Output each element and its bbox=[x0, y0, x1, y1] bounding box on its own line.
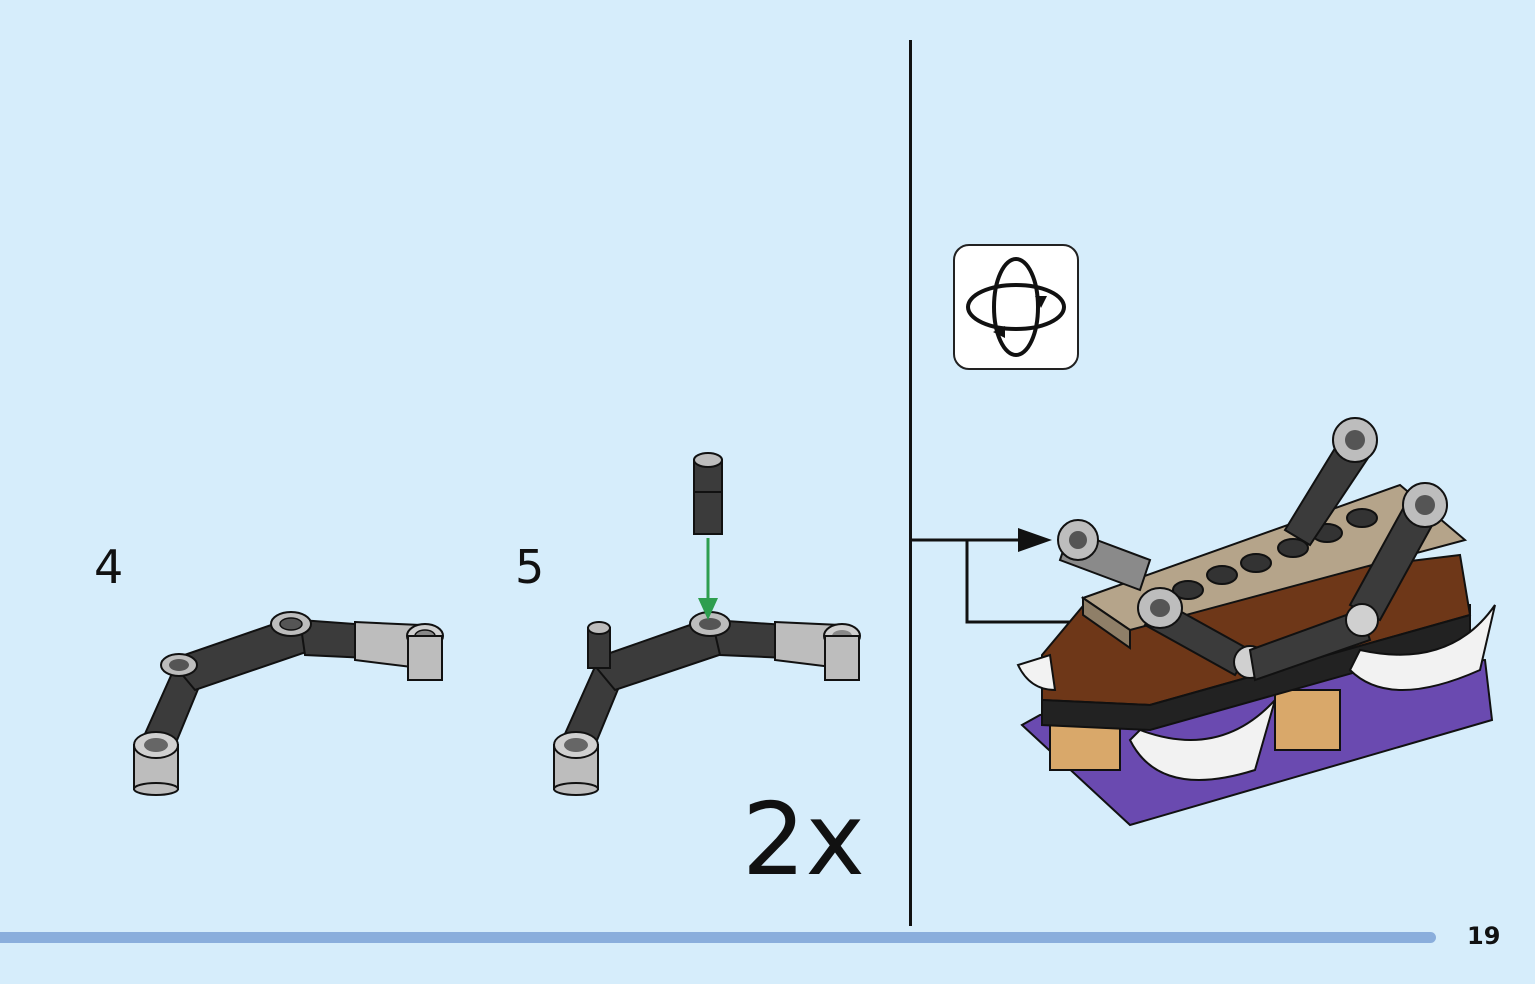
connector-with-pins-part bbox=[553, 611, 861, 796]
step-number-5: 5 bbox=[515, 540, 545, 594]
quantity-multiplier: 2x bbox=[742, 781, 865, 898]
insert-arrow-icon bbox=[698, 538, 718, 620]
page-progress-bar bbox=[0, 932, 1436, 943]
step-divider bbox=[909, 40, 912, 926]
rotate-callout-box bbox=[953, 244, 1079, 370]
step-number-4: 4 bbox=[94, 540, 124, 594]
model-assembly bbox=[1016, 417, 1496, 827]
rotate-model-icon bbox=[966, 257, 1066, 357]
technic-pin-part bbox=[693, 452, 723, 535]
bent-connector-part bbox=[133, 611, 444, 796]
page-number: 19 bbox=[1467, 922, 1501, 950]
